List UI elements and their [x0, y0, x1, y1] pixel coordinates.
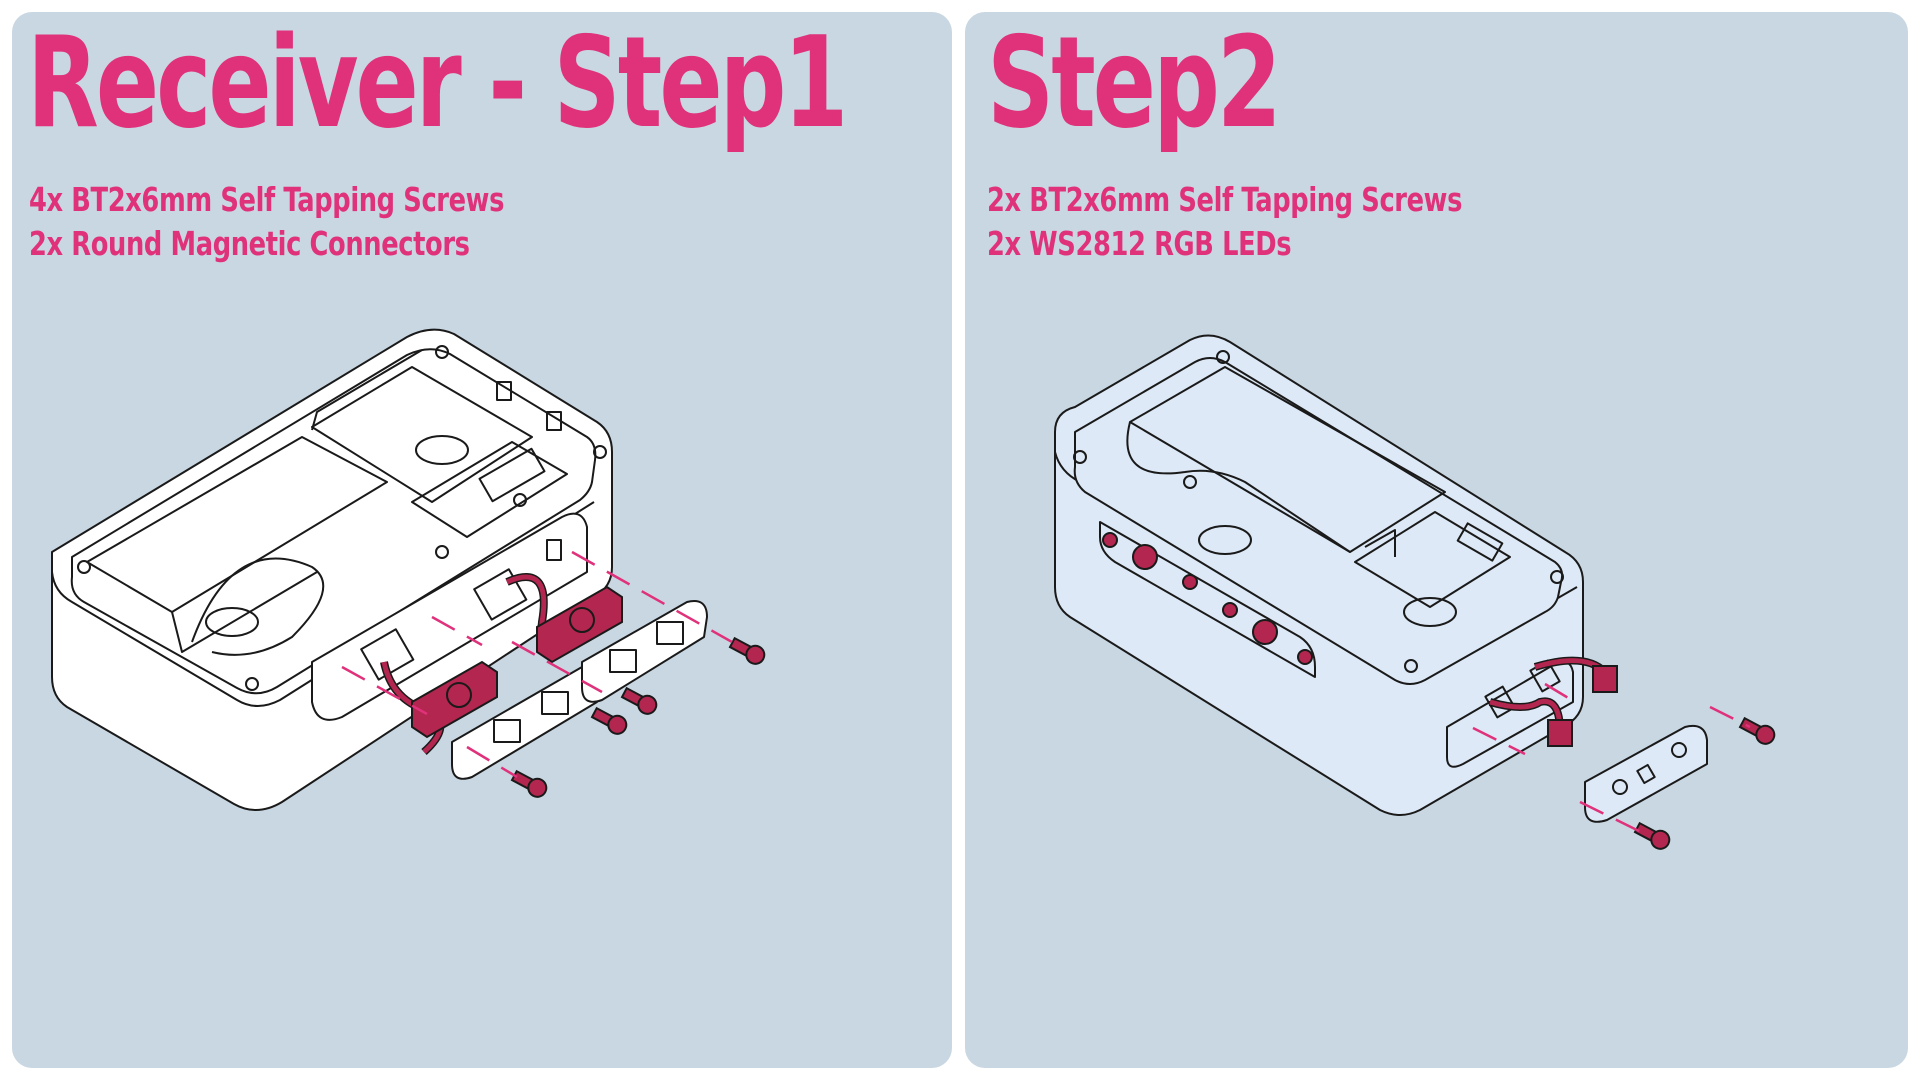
receiver-housing — [51, 328, 613, 811]
step2-title: Step2 — [987, 12, 1282, 156]
step1-title: Receiver - Step1 — [27, 12, 848, 156]
assembly-guide-lines — [1472, 682, 1751, 836]
connector-plate-rear — [581, 600, 708, 703]
step2-panel: Step2 2x BT2x6mm Self Tapping Screws 2x … — [965, 12, 1908, 1068]
step1-part-magnetic-connectors: 2x Round Magnetic Connectors — [29, 224, 470, 263]
installed-magnetic-connectors — [1102, 532, 1313, 665]
rgb-leds — [1488, 656, 1618, 747]
assembly-guide-lines — [341, 550, 733, 779]
step2-part-screws: 2x BT2x6mm Self Tapping Screws — [987, 180, 1463, 219]
led-cover-plate — [1584, 724, 1708, 823]
receiver-housing — [1054, 334, 1584, 816]
step1-assembly-illustration — [51, 328, 766, 811]
magnetic-connectors — [380, 573, 623, 755]
step2-assembly-illustration — [1054, 334, 1776, 850]
step2-parts-list: 2x BT2x6mm Self Tapping Screws 2x WS2812… — [987, 178, 1596, 266]
step1-panel: Receiver - Step1 4x BT2x6mm Self Tapping… — [12, 12, 952, 1068]
step1-parts-list: 4x BT2x6mm Self Tapping Screws 2x Round … — [29, 178, 638, 266]
step1-part-screws: 4x BT2x6mm Self Tapping Screws — [29, 180, 505, 219]
step2-part-rgb-leds: 2x WS2812 RGB LEDs — [987, 224, 1292, 263]
self-tapping-screws — [510, 636, 766, 798]
self-tapping-screws — [1633, 716, 1776, 850]
